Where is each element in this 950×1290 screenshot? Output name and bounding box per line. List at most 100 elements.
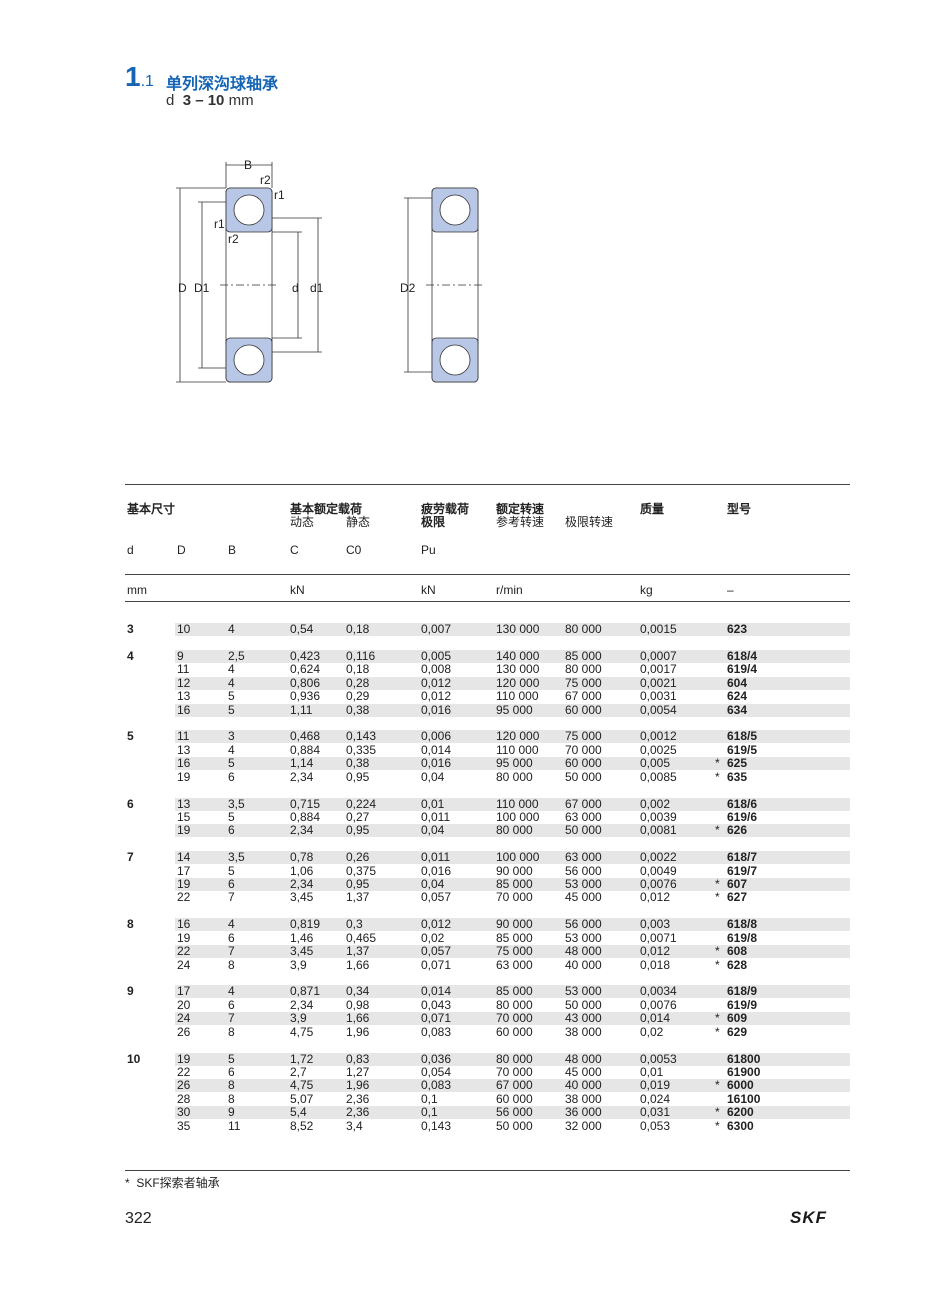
cell-C: 3,45 <box>290 944 314 959</box>
bore-diameter: 3 <box>127 622 134 636</box>
cell-D: 16 <box>177 756 191 771</box>
cell-star: * <box>715 1105 720 1120</box>
cell-B: 6 <box>228 877 235 891</box>
cell-C: 0,884 <box>290 742 321 757</box>
cell-ref: 80 000 <box>496 769 533 784</box>
cell-des: 6300 <box>727 1118 754 1133</box>
cell-ref: 100 000 <box>496 850 540 865</box>
section-title: 单列深沟球轴承 <box>166 76 279 93</box>
cell-Pu: 0,006 <box>421 729 452 744</box>
cell-C0: 0,143 <box>346 729 377 744</box>
cell-ref: 85 000 <box>496 930 533 945</box>
cell-D: 11 <box>177 662 190 677</box>
cell-mass: 0,0025 <box>640 742 677 757</box>
cell-C: 2,34 <box>290 769 314 784</box>
cell-C0: 1,66 <box>346 1011 370 1026</box>
hdr-load-ratings: 基本额定载荷 <box>290 502 363 516</box>
cell-ref: 90 000 <box>496 863 533 878</box>
cell-C0: 0,38 <box>346 702 370 717</box>
cell-C: 0,884 <box>290 809 321 824</box>
cell-Pu: 0,014 <box>421 742 452 757</box>
cell-lim: 48 000 <box>565 944 602 959</box>
hdr-basic-dimensions: 基本尺寸 <box>127 502 176 516</box>
footnote: * SKF探索者轴承 <box>125 1176 220 1190</box>
cell-B: 5 <box>228 809 235 824</box>
cell-C0: 0,224 <box>346 796 377 811</box>
cell-des: 635 <box>727 769 748 784</box>
cell-ref: 90 000 <box>496 917 533 932</box>
cell-lim: 50 000 <box>565 769 602 784</box>
label-r2-top: r2 <box>260 173 271 187</box>
cell-C: 0,806 <box>290 675 321 690</box>
cell-lim: 56 000 <box>565 863 602 878</box>
unit-dash: – <box>727 583 734 597</box>
cell-C0: 1,96 <box>346 1024 370 1039</box>
cell-C: 4,75 <box>290 1024 314 1039</box>
cell-mass: 0,0007 <box>640 648 677 663</box>
cell-C0: 0,465 <box>346 930 377 945</box>
cell-des: 604 <box>727 675 748 690</box>
cell-B: 11 <box>228 1118 241 1133</box>
cell-Pu: 0,012 <box>421 917 452 932</box>
cell-lim: 45 000 <box>565 1064 602 1079</box>
cell-B: 5 <box>228 863 235 878</box>
cell-lim: 43 000 <box>565 1011 602 1026</box>
cell-C0: 0,95 <box>346 877 370 891</box>
label-d1: d1 <box>310 281 324 295</box>
cell-C: 8,52 <box>290 1118 314 1133</box>
sym-C: C <box>290 543 299 557</box>
row-band <box>175 1079 850 1093</box>
cell-des: 628 <box>727 957 748 972</box>
cell-star: * <box>715 1011 720 1026</box>
cell-des: 619/8 <box>727 930 758 945</box>
cell-Pu: 0,04 <box>421 823 445 838</box>
cell-mass: 0,024 <box>640 1091 671 1106</box>
cell-ref: 85 000 <box>496 984 533 999</box>
cell-lim: 67 000 <box>565 689 602 704</box>
hdr-limiting-speed: 极限转速 <box>565 515 614 529</box>
cell-C0: 1,37 <box>346 890 370 905</box>
cell-D: 10 <box>177 622 191 636</box>
cell-Pu: 0,007 <box>421 622 452 636</box>
cell-C: 1,72 <box>290 1051 314 1066</box>
bore-diameter: 9 <box>127 984 134 999</box>
cell-ref: 130 000 <box>496 662 540 677</box>
bore-diameter: 6 <box>127 796 134 811</box>
cell-mass: 0,014 <box>640 1011 671 1026</box>
cell-ref: 63 000 <box>496 957 533 972</box>
cell-D: 22 <box>177 944 191 959</box>
cell-Pu: 0,016 <box>421 756 452 771</box>
cell-C0: 0,34 <box>346 984 370 999</box>
cell-des: 609 <box>727 1011 748 1026</box>
cell-C: 0,423 <box>290 648 321 663</box>
cell-D: 17 <box>177 863 191 878</box>
cell-C0: 2,36 <box>346 1091 370 1106</box>
sym-C0: C0 <box>346 543 362 557</box>
cell-des: 607 <box>727 877 748 891</box>
unit-kg: kg <box>640 583 653 597</box>
cell-C: 0,871 <box>290 984 321 999</box>
cell-D: 15 <box>177 809 191 824</box>
cell-mass: 0,003 <box>640 917 671 932</box>
cell-star: * <box>715 1024 720 1039</box>
hdr-reference-speed: 参考转速 <box>496 515 545 529</box>
cell-Pu: 0,071 <box>421 1011 452 1026</box>
cell-C: 0,936 <box>290 689 321 704</box>
cell-lim: 63 000 <box>565 850 602 865</box>
unit-rpm: r/min <box>496 583 523 597</box>
cell-Pu: 0,014 <box>421 984 452 999</box>
cell-lim: 53 000 <box>565 877 602 891</box>
cell-B: 7 <box>228 1011 235 1026</box>
cell-C0: 3,4 <box>346 1118 363 1133</box>
cell-Pu: 0,057 <box>421 890 452 905</box>
cell-ref: 95 000 <box>496 702 533 717</box>
label-r1-top: r1 <box>274 188 285 202</box>
cell-mass: 0,0015 <box>640 622 677 636</box>
cell-C0: 1,66 <box>346 957 370 972</box>
cell-D: 22 <box>177 1064 191 1079</box>
cell-Pu: 0,04 <box>421 877 445 891</box>
row-band <box>175 1106 850 1120</box>
cell-D: 20 <box>177 997 191 1012</box>
cell-C: 3,45 <box>290 890 314 905</box>
bore-diameter: 10 <box>127 1051 141 1066</box>
